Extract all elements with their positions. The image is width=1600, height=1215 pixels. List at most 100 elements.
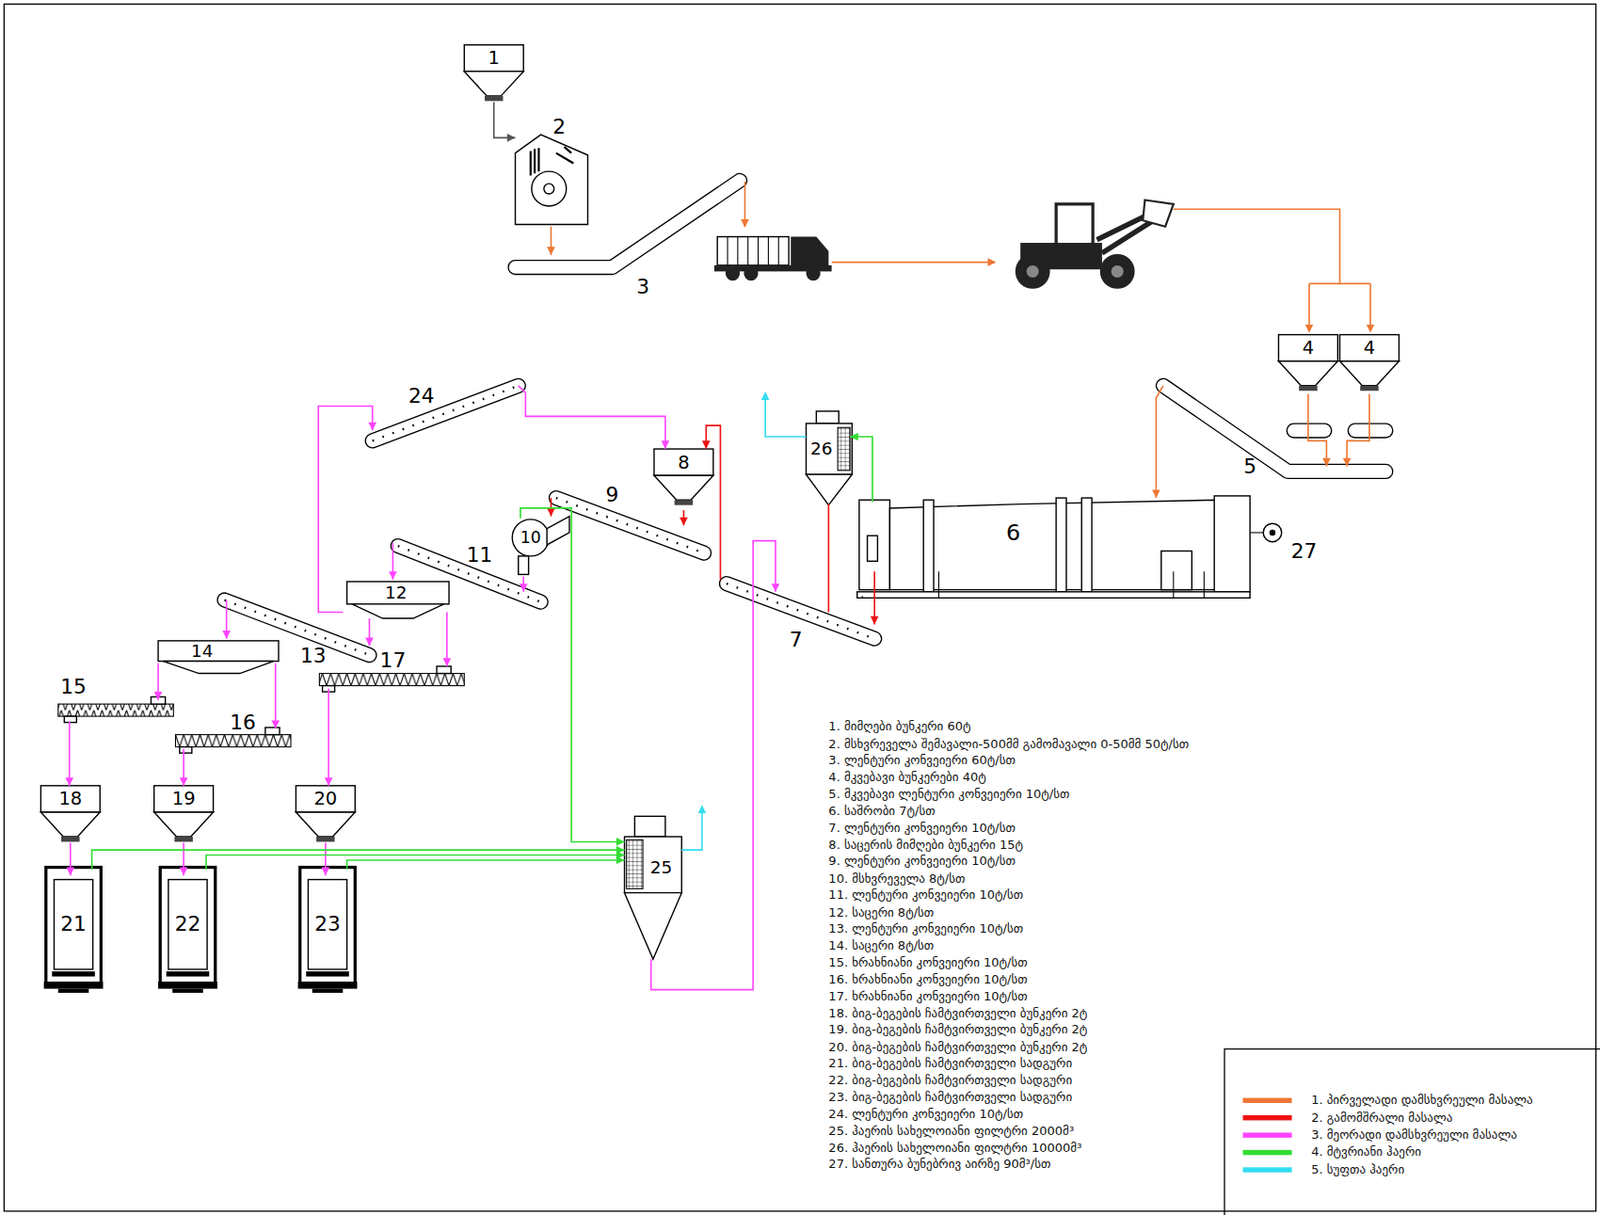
callout-number: 24 [408,385,435,407]
list-item: 27. სანთურა ბუნებრივ აირზე 90მ³/სთ [828,1155,1051,1172]
flow-line-path [849,436,873,502]
flow-line-path [1308,393,1328,466]
bigbag-station: 23 [298,864,358,993]
list-item: 15. ხრახნიანი კონვეიერი 10ტ/სთ [828,954,1027,971]
legend-text: 5. სუფთა ჰაერი [1311,1161,1405,1178]
arrowhead [271,720,280,729]
flow-line-path [318,406,372,613]
flow-line [520,508,625,847]
flow-line-path [274,663,277,729]
crusher: 2 [512,117,590,228]
flow-line [828,504,830,613]
belt-conveyor: 9 [547,489,713,561]
list-item: 9. ლენტური კონვეიერი 10ტ/სთ [828,852,1016,869]
arrowhead [546,508,556,517]
flow-line [206,850,625,870]
callout-number: 21 [60,912,87,934]
arrowhead [679,517,688,527]
flow-line-path [651,541,776,991]
arrowhead [65,867,75,877]
list-item: 20. ბიგ-ბეგების ჩამტვირთველი ბუნკერი 2ტ [828,1038,1088,1055]
bigbag-station: 21 [44,864,104,993]
legend-swatch [1243,1098,1293,1104]
callout-number: 11 [466,544,494,566]
screw-conveyor: 16 [173,726,294,755]
list-item: 5. მკვებავი ლენტური კონვეიერი 10ტ/სთ [828,785,1070,802]
callout-number: 6 [1006,521,1021,544]
belt-conveyor: 7 [718,575,883,647]
legend-text: 4. მტვრიანი ჰაერი [1311,1143,1422,1160]
callout-number: 4 [1302,338,1314,358]
list-item: 23. ბიგ-ბეგების ჩამტვირთველი სადგური [828,1088,1072,1105]
callout-number: 12 [384,584,407,602]
arrowhead [771,583,781,592]
arrowhead [179,777,189,786]
list-item: 24. ლენტური კონვეიერი 10ტ/სთ [828,1105,1024,1122]
list-item: 25. ჰაერის სახელოიანი ფილტრი 2000მ³ [828,1122,1074,1139]
flow-line-path [68,721,71,786]
flow-line [365,618,374,646]
callout-number: 1 [488,48,500,68]
list-item: 13. ლენტური კონვეიერი 10ტ/სთ [828,920,1024,937]
callout-number: 5 [1243,456,1257,478]
flow-line-path [327,688,330,786]
flow-line [271,663,280,729]
flow-line [318,406,377,613]
hopper: 4 [1340,335,1402,395]
flow-line-path [828,504,831,613]
belt-conveyor: 11 [389,537,549,610]
flow-line-path [1346,393,1370,466]
list-item: 12. საცერი 8ტ/სთ [828,903,934,920]
flow-line [1308,393,1331,466]
belt-conveyor: 13 [216,592,378,664]
list-item: 7. ლენტური კონვეიერი 10ტ/სთ [828,819,1016,836]
hopper: 4 [1278,335,1340,395]
arrowhead [64,777,74,786]
hopper: 20 [295,785,355,848]
flow-line [65,843,75,877]
flow-line [347,856,625,870]
arrowhead [546,246,556,256]
belt-conveyor: 5 [1154,377,1394,480]
flow-line [1343,393,1370,466]
legend-swatch [1243,1150,1293,1155]
flow-line [849,432,873,503]
callout-number: 13 [300,644,327,666]
hopper: 18 [40,785,100,848]
list-item: 17. ხრახნიანი კონვეიერი 10ტ/სთ [828,987,1027,1004]
flow-line [388,543,398,580]
arrowhead [870,616,880,625]
arrowhead [616,837,625,847]
rotary-dryer: 6 [857,495,1266,597]
callout-number: 14 [191,641,213,659]
legend-text: 1. პირველადი დამსხვრეული მასალა [1311,1091,1534,1108]
flow-line [546,497,556,517]
arrowhead [222,630,231,640]
hopper: 19 [154,785,214,848]
legend-swatch [1243,1115,1293,1120]
screw-conveyor: 15 [56,695,179,724]
arrowhead [443,657,452,667]
arrowhead [388,571,398,580]
flow-line-path [520,508,625,843]
arrowhead [368,422,377,432]
list-item: 2. მსხვრეველა შემავალი-500მმ გამომავალი … [828,735,1189,752]
flow-line [870,571,880,624]
arrowhead [849,432,859,442]
arrowhead [179,867,189,877]
arrowhead [1322,458,1331,467]
arrowhead [1152,489,1161,498]
flow-line [519,576,528,592]
legend-text: 2. გამომშრალი მასალა [1311,1109,1453,1126]
callout-number: 23 [314,912,341,934]
arrowhead [661,440,671,449]
flow-line [321,843,331,877]
flow-line [92,846,625,870]
arrowhead [324,777,334,786]
flow-line-path [206,855,625,870]
arrowhead [154,691,163,701]
callout-number: 20 [313,789,337,809]
bag-filter: 26 [803,408,855,507]
